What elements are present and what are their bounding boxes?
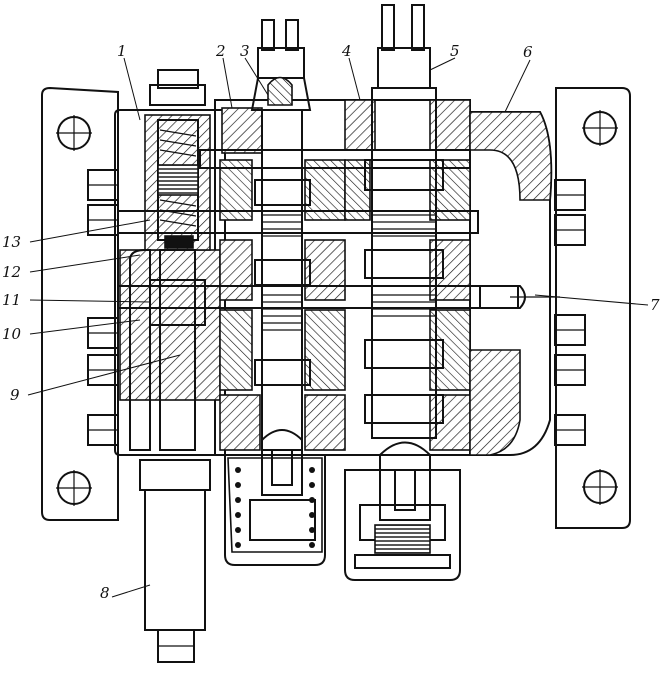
right-plunger (344, 4, 461, 581)
left-valve-body (129, 69, 211, 451)
callout-11: 11 (2, 291, 21, 309)
callout-13: 13 (2, 233, 21, 251)
callout-3: 3 (240, 42, 250, 60)
callout-9: 9 (10, 386, 20, 404)
callout-4: 4 (341, 42, 352, 60)
horizontal-shaft (117, 149, 560, 309)
callout-6: 6 (523, 43, 533, 61)
bottom-fitting (139, 459, 211, 663)
left-bolts (87, 169, 119, 446)
callout-7: 7 (650, 296, 660, 314)
callout-1: 1 (117, 42, 127, 60)
left-plunger (224, 19, 326, 566)
leader-lines (27, 57, 649, 598)
callout-2: 2 (215, 42, 226, 60)
left-mounting-plate (41, 86, 119, 521)
callout-10: 10 (2, 325, 22, 343)
left-spring (235, 467, 315, 548)
callout-8: 8 (100, 584, 110, 602)
right-mounting-plate (555, 87, 631, 529)
right-bolts (554, 179, 586, 446)
callout-12: 12 (2, 263, 21, 281)
callout-5: 5 (450, 42, 460, 60)
callout-labels: 1 2 3 4 5 6 7 8 9 10 11 12 13 (2, 42, 660, 602)
